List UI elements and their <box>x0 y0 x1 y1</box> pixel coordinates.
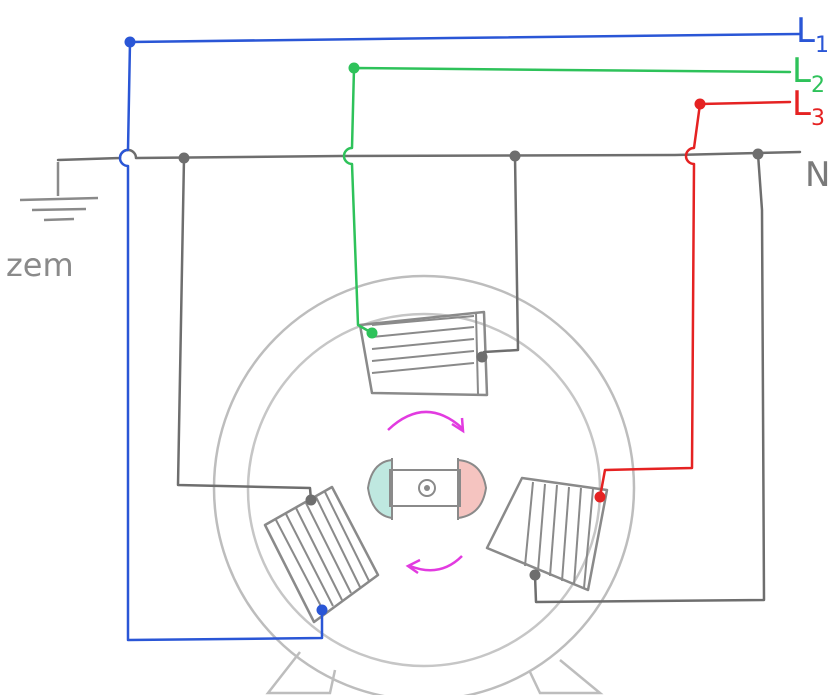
terminal-top-green <box>366 327 378 339</box>
neutral-drop-right <box>533 152 766 604</box>
junction-n-1 <box>178 152 190 164</box>
junction-n-2 <box>509 150 521 162</box>
label-l3: L3 <box>792 84 825 131</box>
stator-winding-left <box>263 485 380 624</box>
junction-l1 <box>124 36 136 48</box>
label-ground: zem <box>6 246 74 284</box>
line-labels: L1 L2 L3 N zem <box>6 11 830 284</box>
phase-l3-wiring <box>598 100 792 499</box>
rotor-pole-right <box>457 458 488 520</box>
connection-dots <box>124 36 764 616</box>
terminal-top-gray <box>476 351 488 363</box>
label-l2: L2 <box>792 51 825 98</box>
junction-l3 <box>694 98 706 110</box>
rotation-arrows <box>387 410 465 575</box>
ground-symbol <box>19 162 99 222</box>
rotor-pole-left <box>366 458 393 520</box>
label-n: N <box>805 155 830 195</box>
junction-l2 <box>348 62 360 74</box>
phase-l2-wiring <box>342 66 792 335</box>
terminal-left-gray <box>305 494 317 506</box>
neutral-wiring <box>56 148 802 604</box>
rotation-arrow-top <box>387 410 463 431</box>
stator-winding-top <box>358 310 489 397</box>
rotor-axle <box>418 479 436 497</box>
junction-n-3 <box>752 148 764 160</box>
motor-foot-right <box>528 659 604 695</box>
stator-winding-right <box>485 476 609 592</box>
label-l1: L1 <box>796 11 829 58</box>
motor-foot-left <box>265 651 337 695</box>
neutral-drop-left <box>176 156 313 502</box>
phase-l1-wiring <box>118 32 802 642</box>
motor-housing-outer <box>212 274 636 700</box>
rotation-arrow-bottom <box>409 555 463 572</box>
terminal-left-blue <box>316 604 328 616</box>
rotor <box>366 458 488 520</box>
terminal-right-gray <box>529 569 541 581</box>
terminal-right-red <box>594 491 606 503</box>
